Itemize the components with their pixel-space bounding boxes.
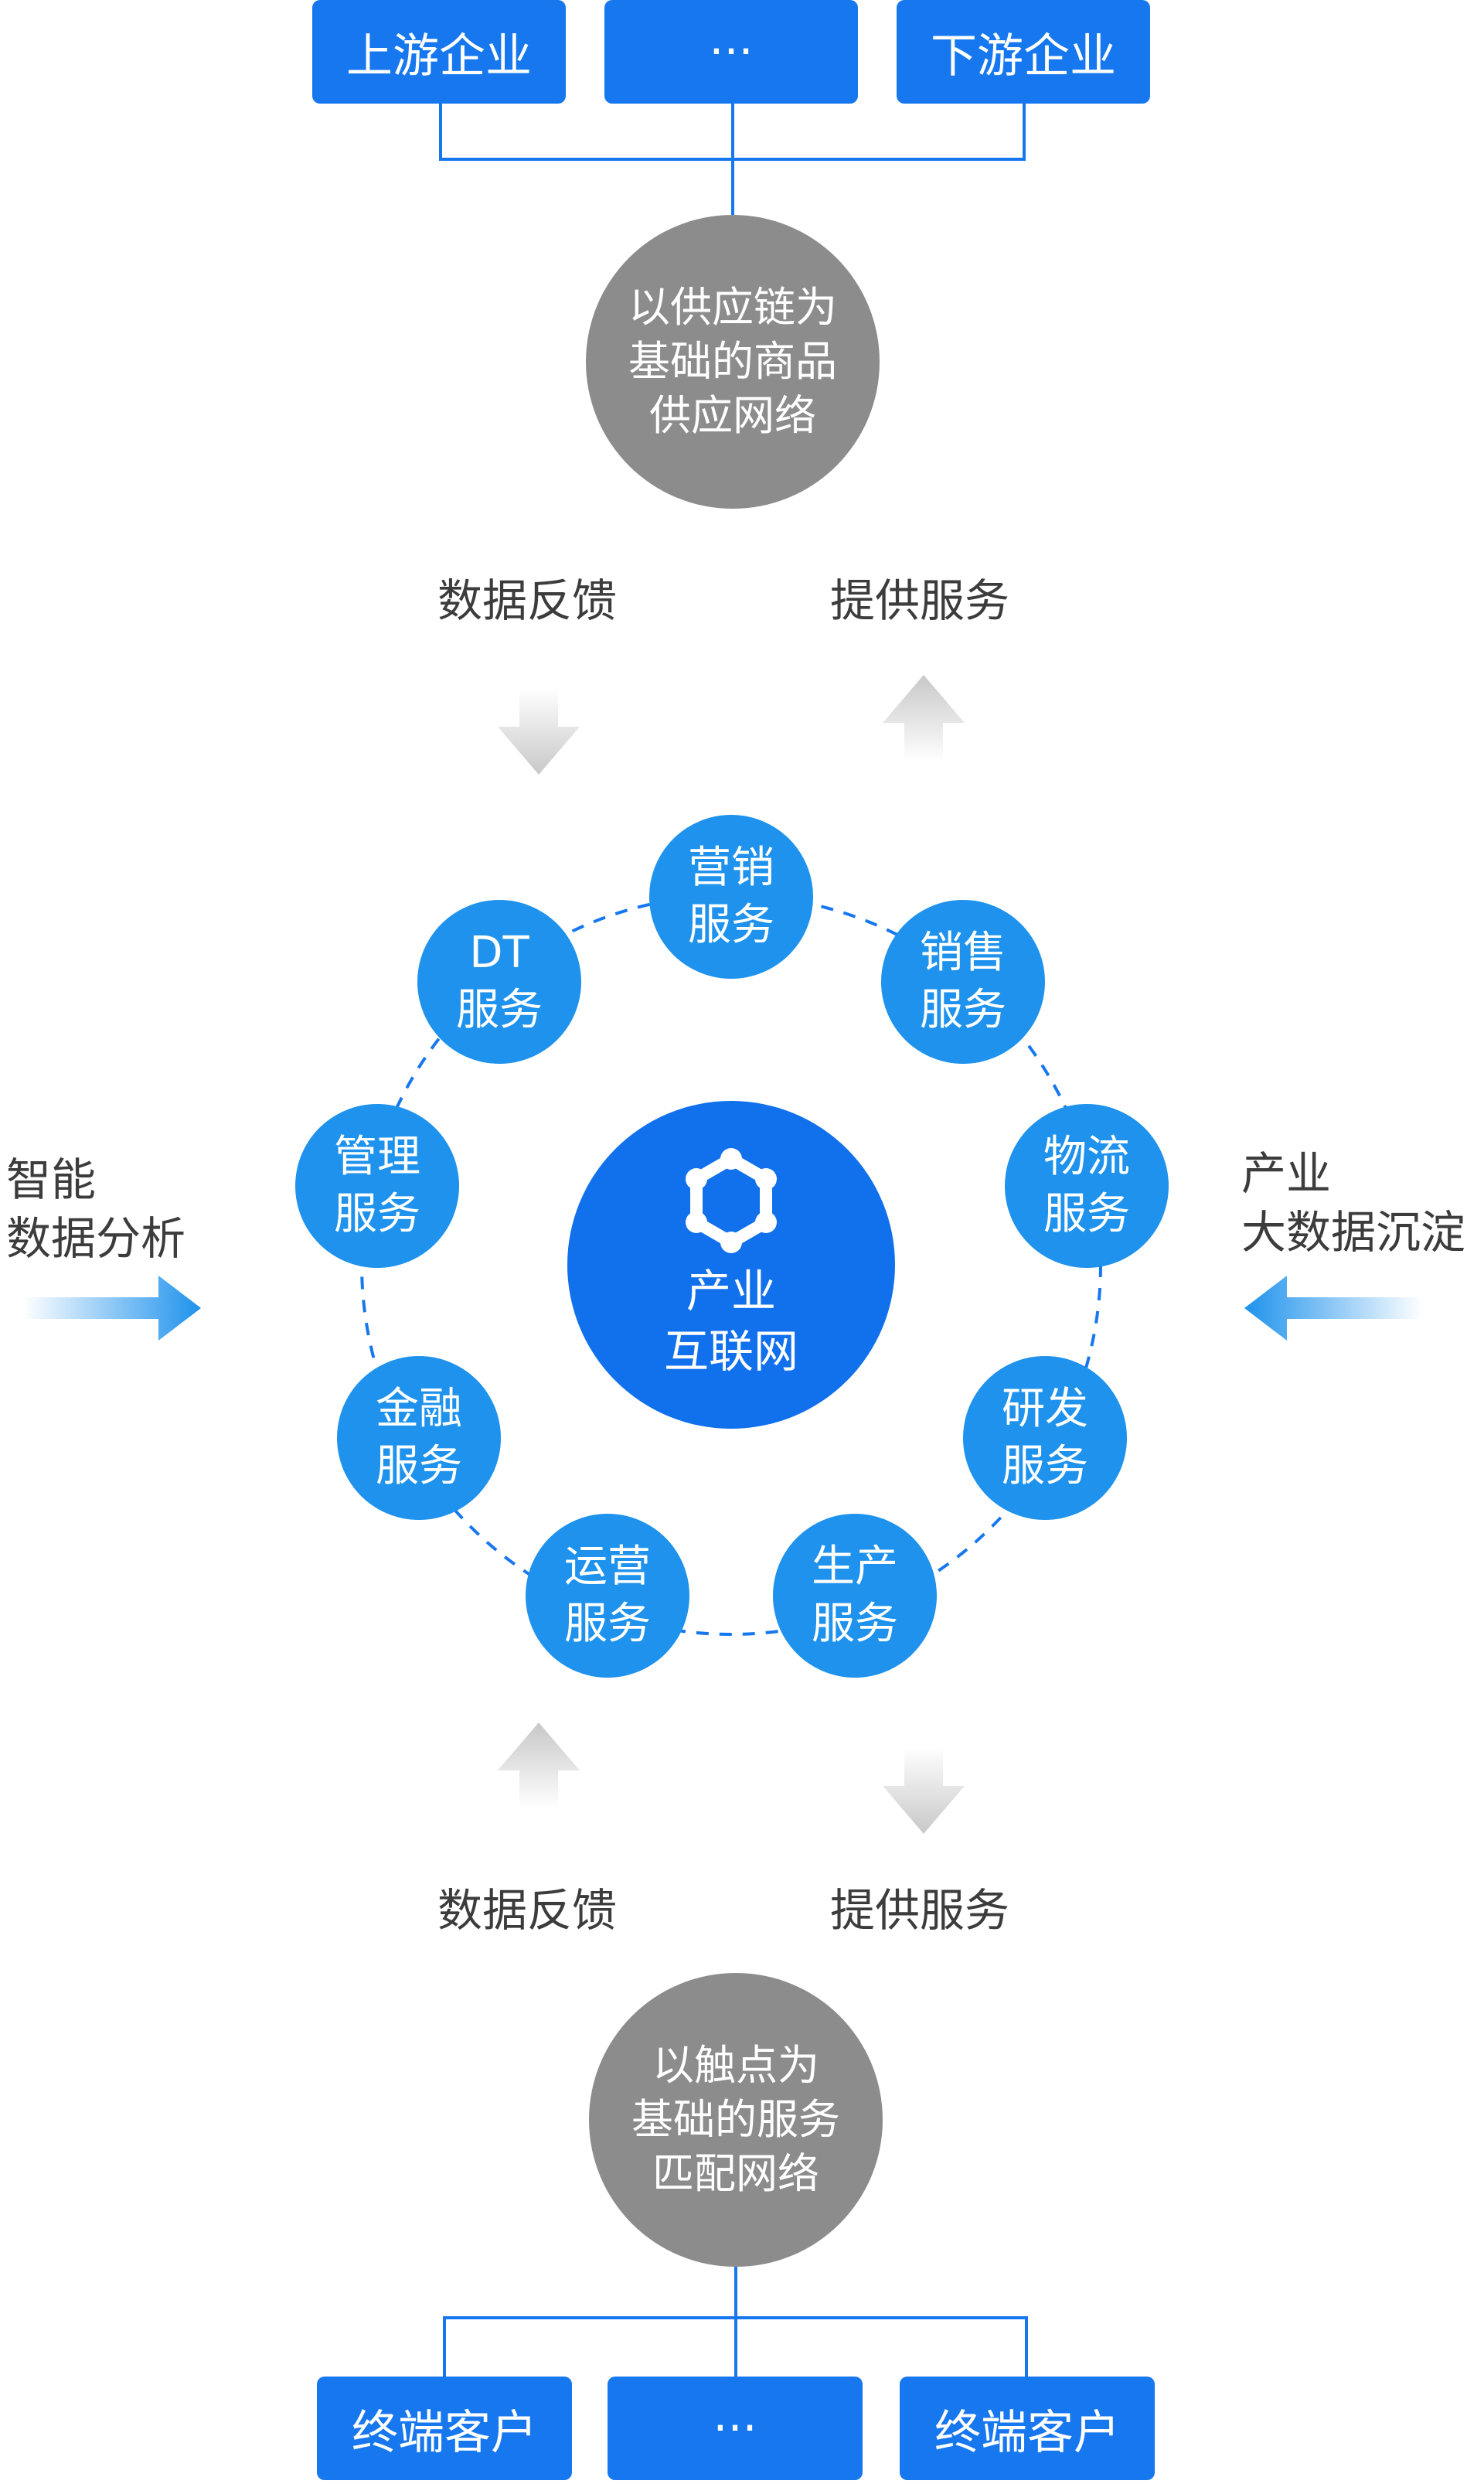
service-finance: 金融 服务 [337, 1356, 501, 1520]
service-line: 管理 [334, 1132, 420, 1182]
circle-line: 基础的商品 [628, 337, 837, 386]
service-line: 服务 [564, 1599, 651, 1649]
circle-line: 以触点为 [652, 2041, 819, 2090]
service-line: 服务 [920, 985, 1006, 1035]
data-feedback-label: 数据反馈 [437, 1884, 618, 1937]
arrow-right-icon [23, 1276, 201, 1341]
top-connector [439, 104, 1026, 215]
service-logistics: 物流 服务 [1005, 1104, 1169, 1268]
hub-line: 互联网 [663, 1325, 798, 1378]
service-dt: DT 服务 [417, 900, 581, 1064]
industry-internet-hub: 产业 互联网 [567, 1101, 895, 1429]
hexagon-network-icon [686, 1148, 777, 1253]
side-line: 产业 [1241, 1147, 1332, 1200]
industry-big-data-label: 产业 大数据沉淀 [1241, 1144, 1465, 1262]
ellipsis-box: ··· [608, 2377, 863, 2480]
service-line: 服务 [1002, 1441, 1088, 1491]
end-customer-box: 终端客户 [900, 2377, 1155, 2480]
downstream-enterprise-box: 下游企业 [897, 0, 1150, 104]
circle-line: 匹配网络 [652, 2149, 819, 2198]
service-rnd: 研发 服务 [963, 1356, 1127, 1520]
smart-data-analysis-label: 智能 数据分析 [6, 1150, 186, 1268]
supply-network-circle: 以供应链为 基础的商品 供应网络 [586, 215, 880, 509]
service-line: 金融 [376, 1384, 462, 1434]
arrow-up-icon [498, 1722, 580, 1809]
service-line: 服务 [376, 1441, 462, 1491]
service-line: 服务 [688, 900, 774, 950]
circle-line: 以供应链为 [628, 283, 837, 332]
service-line: 服务 [334, 1189, 420, 1239]
arrow-left-icon [1244, 1276, 1422, 1341]
side-line: 智能 [6, 1153, 97, 1206]
service-production: 生产 服务 [773, 1514, 937, 1678]
hub-line: 产业 [686, 1265, 776, 1317]
service-line: 服务 [456, 985, 543, 1035]
end-customer-box: 终端客户 [317, 2377, 572, 2480]
side-line: 数据分析 [6, 1212, 186, 1265]
service-line: DT [469, 928, 529, 978]
ellipsis-box: ··· [604, 0, 858, 104]
service-marketing: 营销 服务 [649, 815, 813, 979]
service-line: 服务 [812, 1599, 898, 1649]
service-line: 服务 [1043, 1189, 1130, 1239]
service-line: 销售 [920, 928, 1006, 978]
circle-line: 基础的服务 [631, 2095, 840, 2144]
service-line: 研发 [1002, 1384, 1088, 1434]
service-line: 物流 [1043, 1132, 1130, 1182]
upstream-enterprise-box: 上游企业 [312, 0, 566, 104]
arrow-up-icon [883, 675, 965, 762]
service-management: 管理 服务 [295, 1104, 459, 1268]
side-line: 大数据沉淀 [1241, 1206, 1466, 1259]
provide-service-label: 提供服务 [830, 1884, 1010, 1937]
service-line: 运营 [564, 1542, 651, 1592]
provide-service-label: 提供服务 [830, 574, 1010, 627]
service-matching-circle: 以触点为 基础的服务 匹配网络 [589, 1973, 883, 2267]
service-line: 营销 [688, 843, 774, 893]
arrow-down-icon [498, 688, 580, 775]
service-line: 生产 [812, 1542, 898, 1592]
data-feedback-label: 数据反馈 [437, 574, 618, 627]
service-sales: 销售 服务 [881, 900, 1045, 1064]
arrow-down-icon [883, 1747, 965, 1834]
circle-line: 供应网络 [649, 391, 816, 440]
service-operation: 运营 服务 [526, 1514, 689, 1678]
bottom-connector [443, 2267, 1028, 2377]
